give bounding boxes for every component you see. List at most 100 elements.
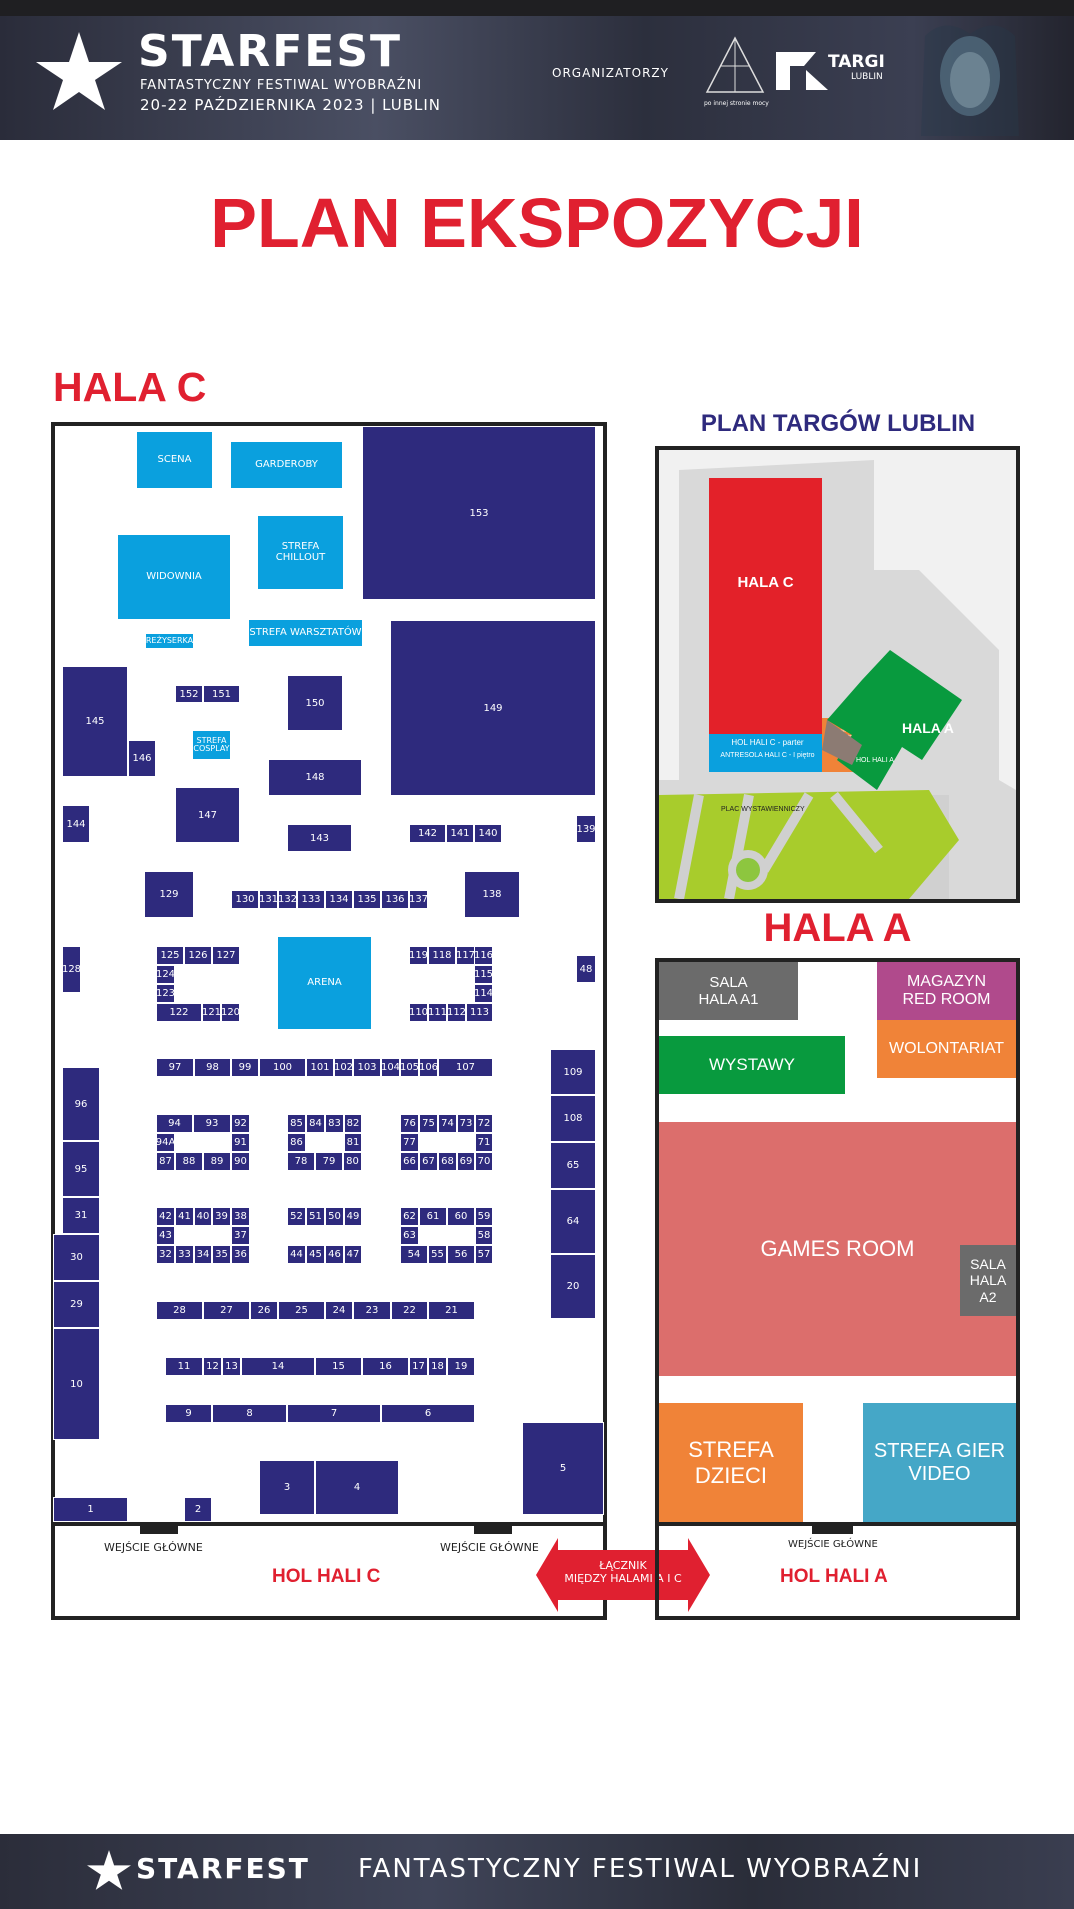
stand-66[interactable]: 66: [400, 1152, 419, 1171]
stand-85[interactable]: 85: [287, 1114, 306, 1133]
stand-137[interactable]: 137: [409, 890, 428, 909]
stand-132[interactable]: 132: [278, 890, 297, 909]
stand-83[interactable]: 83: [325, 1114, 344, 1133]
stand-82[interactable]: 82: [344, 1114, 362, 1133]
stand-61[interactable]: 61: [419, 1207, 447, 1226]
stand-126[interactable]: 126: [184, 946, 212, 965]
stand-127[interactable]: 127: [212, 946, 240, 965]
stand-70[interactable]: 70: [475, 1152, 493, 1171]
stand-31[interactable]: 31: [62, 1197, 100, 1234]
stand-54[interactable]: 54: [400, 1245, 428, 1264]
stand-14[interactable]: 14: [241, 1357, 315, 1376]
stand-118[interactable]: 118: [428, 946, 456, 965]
stand-63[interactable]: 63: [400, 1226, 419, 1245]
stand-136[interactable]: 136: [381, 890, 409, 909]
stand-46[interactable]: 46: [325, 1245, 344, 1264]
stand-104[interactable]: 104: [381, 1058, 400, 1077]
stand-40[interactable]: 40: [194, 1207, 212, 1226]
stand-77[interactable]: 77: [400, 1133, 419, 1152]
stand-79[interactable]: 79: [315, 1152, 343, 1171]
stand-16[interactable]: 16: [362, 1357, 409, 1376]
stand-102[interactable]: 102: [334, 1058, 353, 1077]
stand-148[interactable]: 148: [268, 759, 362, 796]
stand-112[interactable]: 112: [447, 1003, 466, 1022]
stand-134[interactable]: 134: [325, 890, 353, 909]
stand-114[interactable]: 114: [474, 984, 493, 1003]
stand-5[interactable]: 5: [522, 1422, 604, 1515]
stand-93[interactable]: 93: [193, 1114, 231, 1133]
stand-146[interactable]: 146: [128, 740, 156, 777]
stand-113[interactable]: 113: [466, 1003, 493, 1022]
stand-12[interactable]: 12: [203, 1357, 222, 1376]
stand-68[interactable]: 68: [438, 1152, 457, 1171]
stand-57[interactable]: 57: [475, 1245, 493, 1264]
stand-45[interactable]: 45: [306, 1245, 325, 1264]
stand-9[interactable]: 9: [165, 1404, 212, 1423]
stand-19[interactable]: 19: [447, 1357, 475, 1376]
stand-117[interactable]: 117: [456, 946, 475, 965]
stand-34[interactable]: 34: [194, 1245, 212, 1264]
stand-71[interactable]: 71: [475, 1133, 493, 1152]
stand-36[interactable]: 36: [231, 1245, 250, 1264]
site-hol-hali-c[interactable]: [709, 734, 826, 772]
stand-65[interactable]: 65: [550, 1142, 596, 1189]
stand-60[interactable]: 60: [447, 1207, 475, 1226]
stand-142[interactable]: 142: [409, 824, 446, 843]
stand-35[interactable]: 35: [212, 1245, 231, 1264]
stand-129[interactable]: 129: [144, 871, 194, 918]
stand-49[interactable]: 49: [344, 1207, 362, 1226]
stand-10[interactable]: 10: [53, 1328, 100, 1440]
stand-25[interactable]: 25: [278, 1301, 325, 1320]
stand-91[interactable]: 91: [231, 1133, 250, 1152]
stand-41[interactable]: 41: [175, 1207, 194, 1226]
stand-37[interactable]: 37: [231, 1226, 250, 1245]
site-hala-c[interactable]: [709, 478, 822, 734]
stand-44[interactable]: 44: [287, 1245, 306, 1264]
stand-147[interactable]: 147: [175, 787, 240, 843]
stand-106[interactable]: 106: [419, 1058, 438, 1077]
stand-17[interactable]: 17: [409, 1357, 428, 1376]
stand-96[interactable]: 96: [62, 1067, 100, 1141]
stand-86[interactable]: 86: [287, 1133, 306, 1152]
stand-26[interactable]: 26: [250, 1301, 278, 1320]
stand-124[interactable]: 124: [156, 965, 175, 984]
stand-94a[interactable]: 94A: [156, 1133, 175, 1152]
stand-24[interactable]: 24: [325, 1301, 353, 1320]
stand-11[interactable]: 11: [165, 1357, 203, 1376]
stand-87[interactable]: 87: [156, 1152, 175, 1171]
stand-2[interactable]: 2: [184, 1497, 212, 1522]
stand-33[interactable]: 33: [175, 1245, 194, 1264]
stand-133[interactable]: 133: [297, 890, 325, 909]
stand-128[interactable]: 128: [62, 946, 81, 993]
stand-75[interactable]: 75: [419, 1114, 438, 1133]
stand-69[interactable]: 69: [457, 1152, 475, 1171]
stand-3[interactable]: 3: [259, 1460, 315, 1515]
stand-55[interactable]: 55: [428, 1245, 447, 1264]
stand-153[interactable]: 153: [362, 426, 596, 600]
stand-109[interactable]: 109: [550, 1049, 596, 1095]
stand-43[interactable]: 43: [156, 1226, 175, 1245]
stand-52[interactable]: 52: [287, 1207, 306, 1226]
stand-108[interactable]: 108: [550, 1095, 596, 1142]
stand-121[interactable]: 121: [202, 1003, 221, 1022]
stand-140[interactable]: 140: [474, 824, 502, 843]
stand-94[interactable]: 94: [156, 1114, 193, 1133]
stand-39[interactable]: 39: [212, 1207, 231, 1226]
stand-151[interactable]: 151: [203, 685, 240, 703]
stand-97[interactable]: 97: [156, 1058, 194, 1077]
stand-107[interactable]: 107: [438, 1058, 493, 1077]
stand-74[interactable]: 74: [438, 1114, 457, 1133]
stand-100[interactable]: 100: [259, 1058, 306, 1077]
stand-141[interactable]: 141: [446, 824, 474, 843]
stand-145[interactable]: 145: [62, 666, 128, 777]
stand-30[interactable]: 30: [53, 1234, 100, 1281]
stand-138[interactable]: 138: [464, 871, 520, 918]
stand-152[interactable]: 152: [175, 685, 203, 703]
stand-135[interactable]: 135: [353, 890, 381, 909]
stand-51[interactable]: 51: [306, 1207, 325, 1226]
stand-38[interactable]: 38: [231, 1207, 250, 1226]
stand-95[interactable]: 95: [62, 1141, 100, 1197]
stand-4[interactable]: 4: [315, 1460, 399, 1515]
stand-144[interactable]: 144: [62, 805, 90, 843]
stand-80[interactable]: 80: [343, 1152, 362, 1171]
